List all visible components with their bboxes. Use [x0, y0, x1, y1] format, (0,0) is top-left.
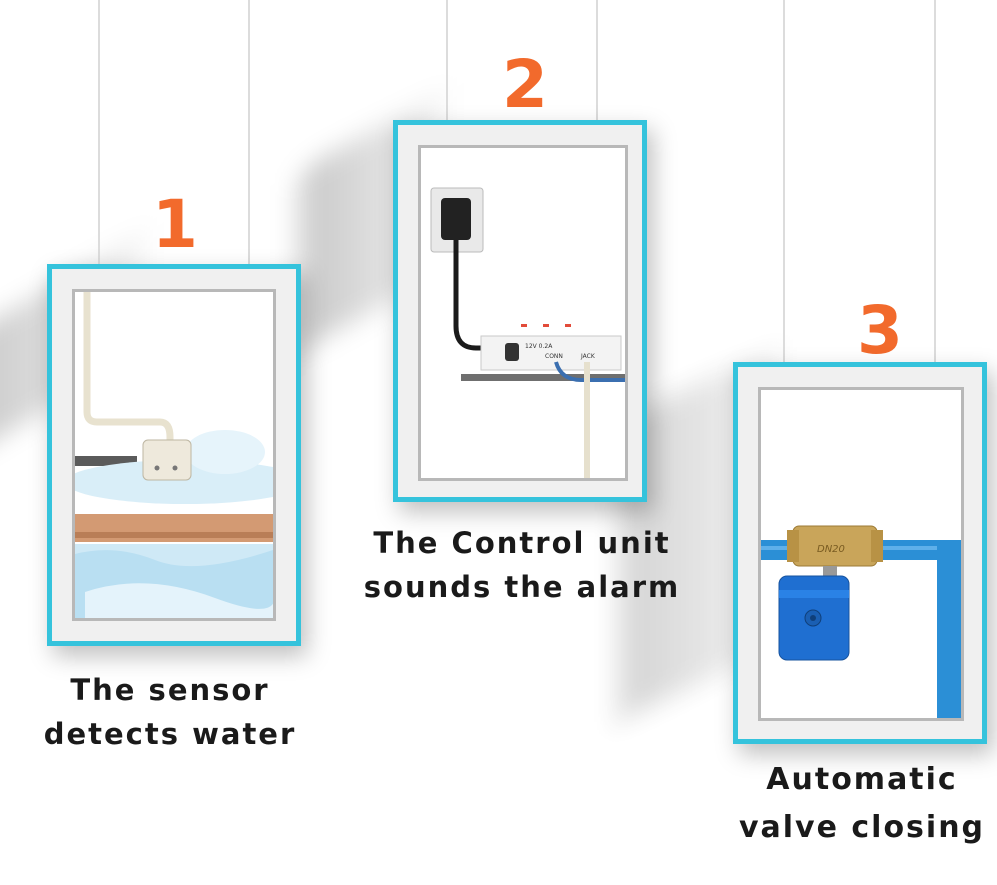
- step-number-1: 1: [152, 186, 198, 263]
- wire-1b: [248, 0, 250, 268]
- step-2-caption: The Control unit sounds the alarm: [352, 521, 692, 609]
- step-1-frame: [47, 264, 301, 646]
- step-3-caption-line-1: Automatic: [766, 762, 958, 797]
- step-1-caption-line-2: detects water: [43, 717, 297, 751]
- step-1-picture: [72, 289, 276, 621]
- step-3-caption-line-2: valve closing: [738, 810, 986, 845]
- step-2-caption-line-1: The Control unit: [373, 526, 671, 560]
- wire-3a: [783, 0, 785, 368]
- step-2-caption-line-2: sounds the alarm: [363, 570, 681, 604]
- step-3-caption: Automatic valve closing: [730, 756, 994, 852]
- unit-conn-label: CONN: [545, 353, 563, 360]
- step-1-caption: The sensor detects water: [20, 668, 320, 756]
- step-3-frame: DN20: [733, 362, 987, 744]
- step-2-frame: 12V 0.2A CONN JACK: [393, 120, 647, 502]
- step-number-3: 3: [857, 292, 903, 369]
- step-number-2: 2: [502, 46, 548, 123]
- wire-2b: [596, 0, 598, 124]
- step-2-picture: 12V 0.2A CONN JACK: [418, 145, 628, 481]
- wire-2a: [446, 0, 448, 124]
- step-3-picture: DN20: [758, 387, 964, 721]
- unit-model-label: 12V 0.2A: [525, 343, 553, 350]
- wire-1a: [98, 0, 100, 268]
- valve-brand-label: DN20: [817, 544, 845, 555]
- unit-jack-label: JACK: [580, 353, 596, 360]
- step-1-caption-line-1: The sensor: [70, 673, 270, 707]
- wire-3b: [934, 0, 936, 368]
